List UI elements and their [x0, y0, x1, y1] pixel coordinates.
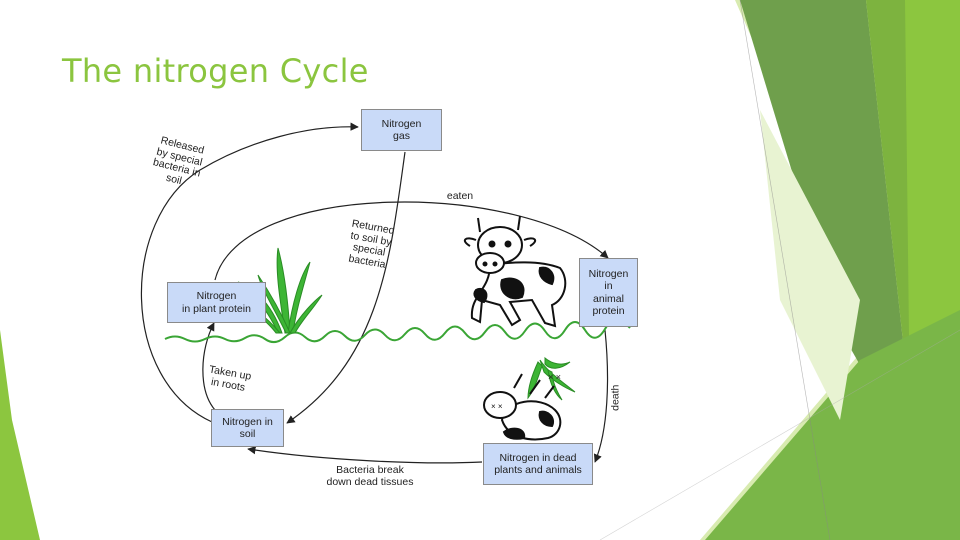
label-bacteria-break: Bacteria break down dead tissues	[326, 464, 414, 488]
arrow-gas-to-soil	[286, 151, 406, 424]
label-eaten: eaten	[446, 190, 474, 202]
dead-plant-icon: × ×	[527, 356, 576, 401]
arrow-animal-to-dead	[593, 329, 609, 463]
bg-shape-pale	[760, 110, 860, 420]
box-nitrogen-gas: Nitrogen gas	[361, 109, 442, 151]
box-nitrogen-dead-organisms: Nitrogen in dead plants and animals	[483, 443, 593, 485]
box-nitrogen-plant-protein: Nitrogen in plant protein	[167, 282, 266, 323]
arrow-soil-to-plant	[202, 322, 216, 411]
grass-icon	[237, 247, 323, 334]
cow-icon	[463, 215, 567, 328]
arrow-plant-to-animal	[214, 201, 609, 281]
ground-line	[164, 319, 631, 343]
label-death: death	[609, 384, 622, 411]
bg-shape-left-sliver	[0, 330, 40, 540]
box-nitrogen-soil: Nitrogen in soil	[211, 409, 284, 447]
svg-text:× ×: × ×	[548, 372, 561, 382]
dead-cow-icon: × ×	[483, 373, 562, 441]
arrow-dead-to-soil	[247, 445, 483, 464]
slide-title: The nitrogen Cycle	[62, 52, 369, 90]
box-nitrogen-animal-protein: Nitrogen in animal protein	[579, 258, 638, 327]
bg-shape-dark	[740, 0, 905, 400]
svg-text:× ×: × ×	[491, 402, 503, 411]
bg-line-1	[739, 0, 831, 540]
bg-line-2	[599, 329, 960, 540]
arrow-soil-to-gas	[140, 122, 359, 423]
